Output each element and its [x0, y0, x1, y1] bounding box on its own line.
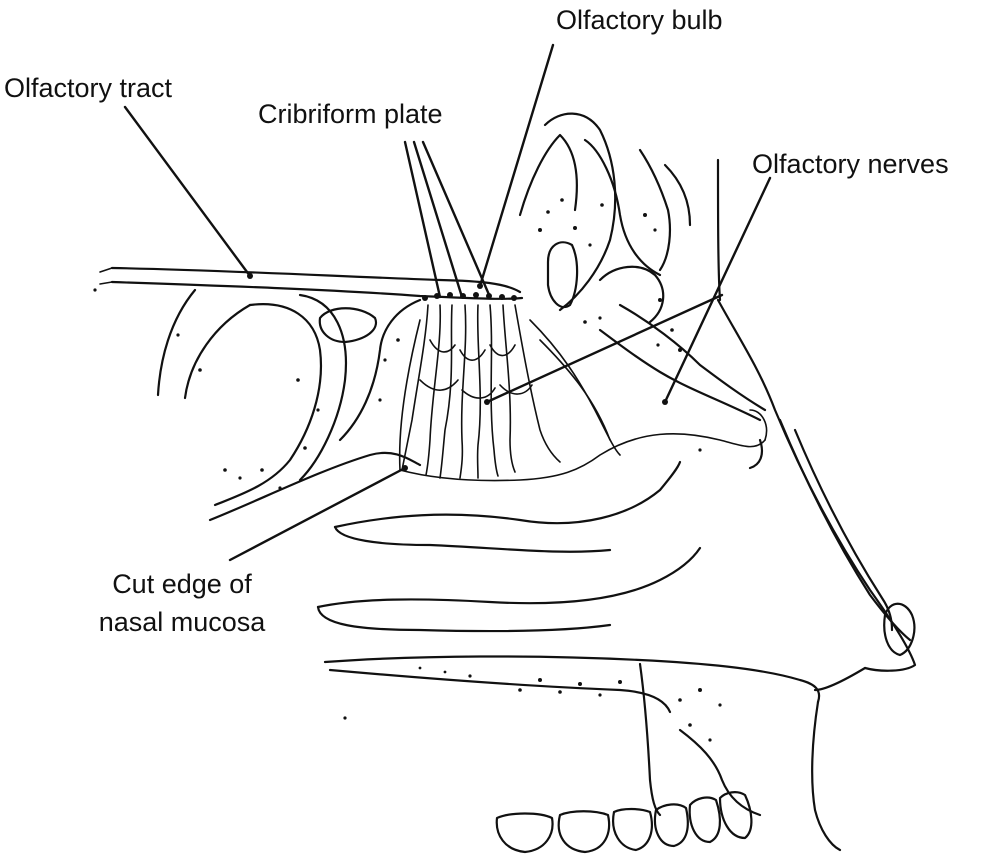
label-olfactory-tract: Olfactory tract	[4, 73, 173, 103]
label-olfactory-bulb: Olfactory bulb	[556, 5, 723, 35]
leader-olfactory-nerves-2	[485, 293, 724, 404]
leader-nasal-mucosa	[228, 466, 407, 562]
leader-endpoints	[247, 273, 668, 471]
label-cribriform-plate: Cribriform plate	[258, 99, 443, 129]
leader-olfactory-bulb	[478, 43, 555, 288]
leader-cribriform-3	[421, 140, 492, 299]
nasal-mucosa-edge	[398, 319, 768, 482]
label-cut-edge-line2: nasal mucosa	[98, 607, 266, 637]
hard-palate	[323, 655, 842, 852]
leader-olfactory-tract	[123, 105, 252, 278]
leader-cribriform-2	[412, 140, 464, 299]
leader-olfactory-nerves-1	[663, 176, 772, 404]
sphenoid-sinus-shape	[156, 288, 422, 522]
cribriform-perforations	[422, 292, 517, 301]
label-olfactory-nerves: Olfactory nerves	[752, 149, 949, 179]
bone-stipple	[93, 198, 722, 742]
upper-teeth	[495, 791, 753, 854]
label-cut-edge-line1: Cut edge of	[112, 569, 252, 599]
nasal-conchae	[316, 460, 702, 633]
olfactory-nerve-fibers	[401, 304, 621, 479]
leader-cribriform-1	[403, 140, 442, 299]
ethmoid-frontal-region	[518, 112, 767, 422]
leader-lines	[123, 43, 772, 562]
nose-outline	[716, 298, 917, 692]
